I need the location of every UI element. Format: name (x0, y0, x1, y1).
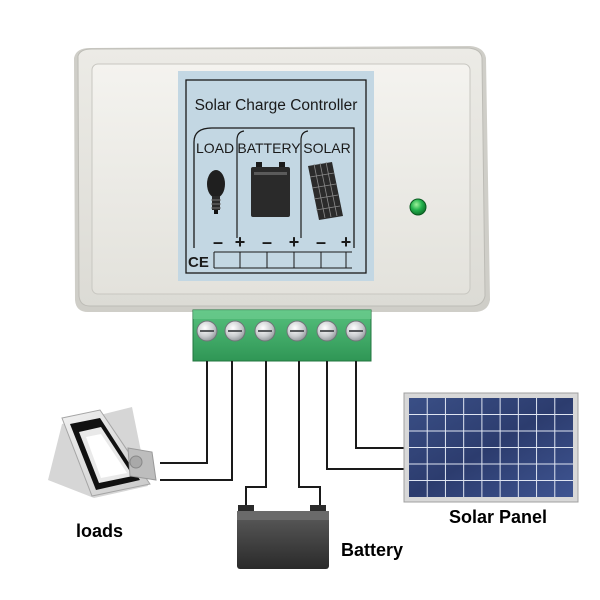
wire-battery-positive (298, 361, 321, 508)
sign-solar-neg: – (316, 232, 326, 252)
sign-load-pos: + (235, 232, 246, 252)
solar-panel-device-icon (403, 392, 579, 503)
terminal-screw (316, 320, 338, 342)
terminal-screw (224, 320, 246, 342)
section-label-load: LOAD (196, 140, 234, 156)
terminal-screw (254, 320, 276, 342)
terminal-screw (196, 320, 218, 342)
label-battery: Battery (341, 540, 403, 560)
sign-battery-pos: + (289, 232, 300, 252)
controller-title: Solar Charge Controller (195, 97, 358, 114)
wire-solar-negative (326, 361, 407, 470)
label-solar-panel: Solar Panel (449, 507, 547, 527)
battery-device-icon (237, 505, 329, 569)
controller-label-panel: Solar Charge Controller LOAD BATTERY SOL… (178, 71, 374, 281)
wire-solar-positive (355, 361, 407, 449)
section-label-battery: BATTERY (237, 140, 301, 156)
solar-panel-icon (308, 161, 343, 220)
flood-light-icon (48, 407, 157, 498)
sign-solar-pos: + (341, 232, 352, 252)
label-loads: loads (76, 521, 123, 541)
mount-bracket (127, 447, 157, 481)
sign-load-neg: – (213, 232, 223, 252)
wire-battery-negative (245, 361, 267, 508)
battery-icon (251, 162, 290, 217)
section-label-solar: SOLAR (303, 140, 350, 156)
bulb-icon (207, 170, 225, 214)
terminal-screw (345, 320, 367, 342)
polarity-signs: – + – + – + (213, 232, 351, 252)
terminal-screw (286, 320, 308, 342)
terminal-block (192, 309, 372, 362)
wires (160, 361, 407, 508)
wire-load-negative (160, 361, 208, 464)
ce-mark: CE (188, 254, 209, 271)
sign-battery-neg: – (262, 232, 272, 252)
status-led (409, 198, 427, 216)
wire-load-positive (160, 361, 233, 481)
